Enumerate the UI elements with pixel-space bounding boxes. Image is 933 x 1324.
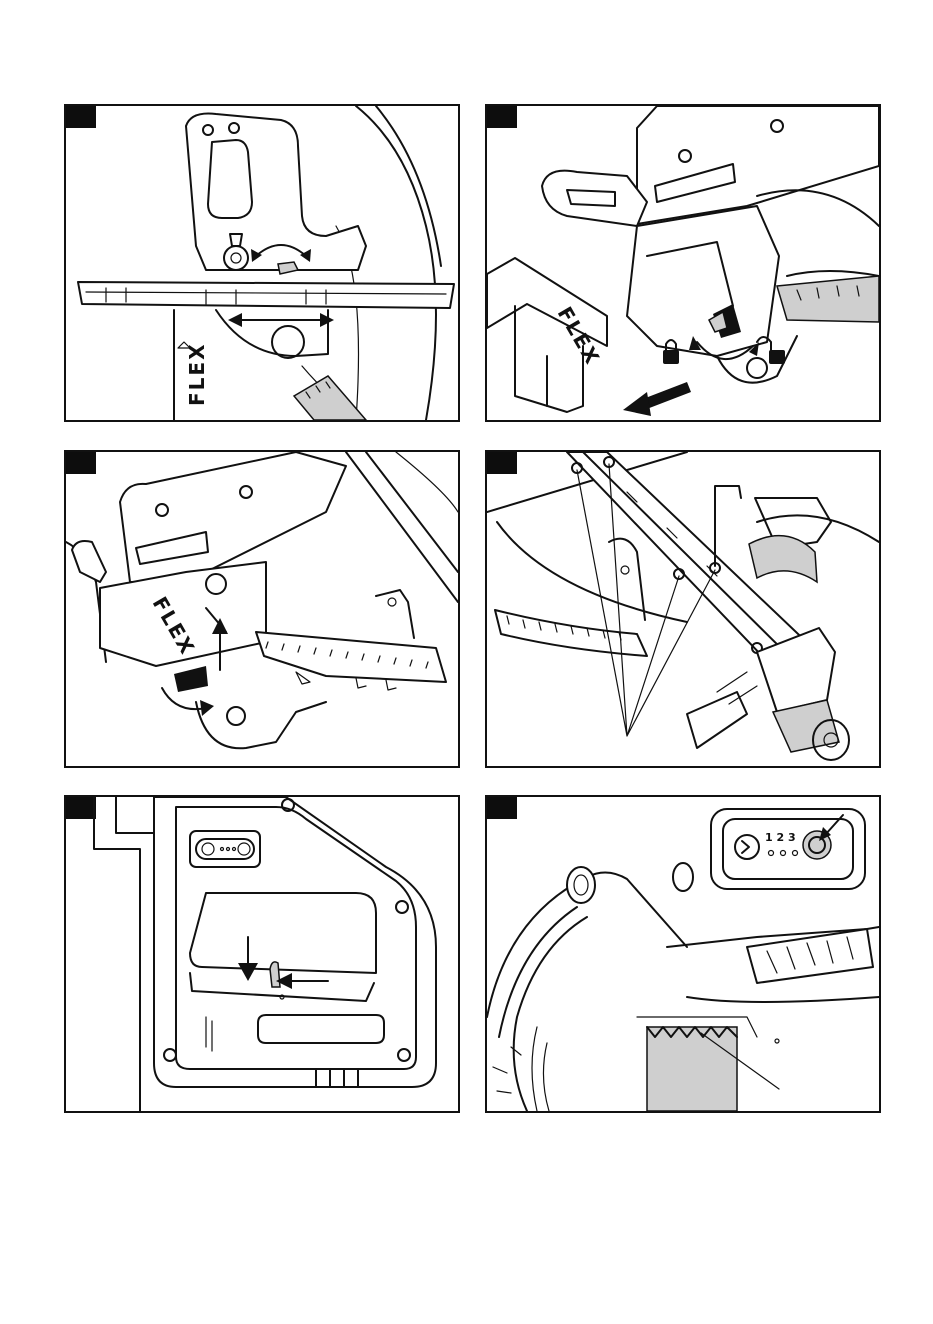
flex-logo-1: FLEX (185, 343, 209, 407)
figure-panel-3: FLEX (64, 450, 460, 768)
figure-panel-1: FLEX (64, 104, 460, 422)
figure-3-illustration: FLEX (66, 452, 458, 766)
figure-panel-4 (485, 450, 881, 768)
figure-panel-2: FLEX (485, 104, 881, 422)
figure-6-illustration: 1 2 3 (487, 797, 879, 1111)
figure-5-illustration (66, 797, 458, 1111)
figure-panel-5 (64, 795, 460, 1113)
led-level-numbers: 1 2 3 (765, 831, 796, 844)
figure-2-illustration: FLEX (487, 106, 879, 420)
figure-4-illustration (487, 452, 879, 766)
figure-1-illustration: FLEX (66, 106, 458, 420)
figure-panel-6: 1 2 3 (485, 795, 881, 1113)
